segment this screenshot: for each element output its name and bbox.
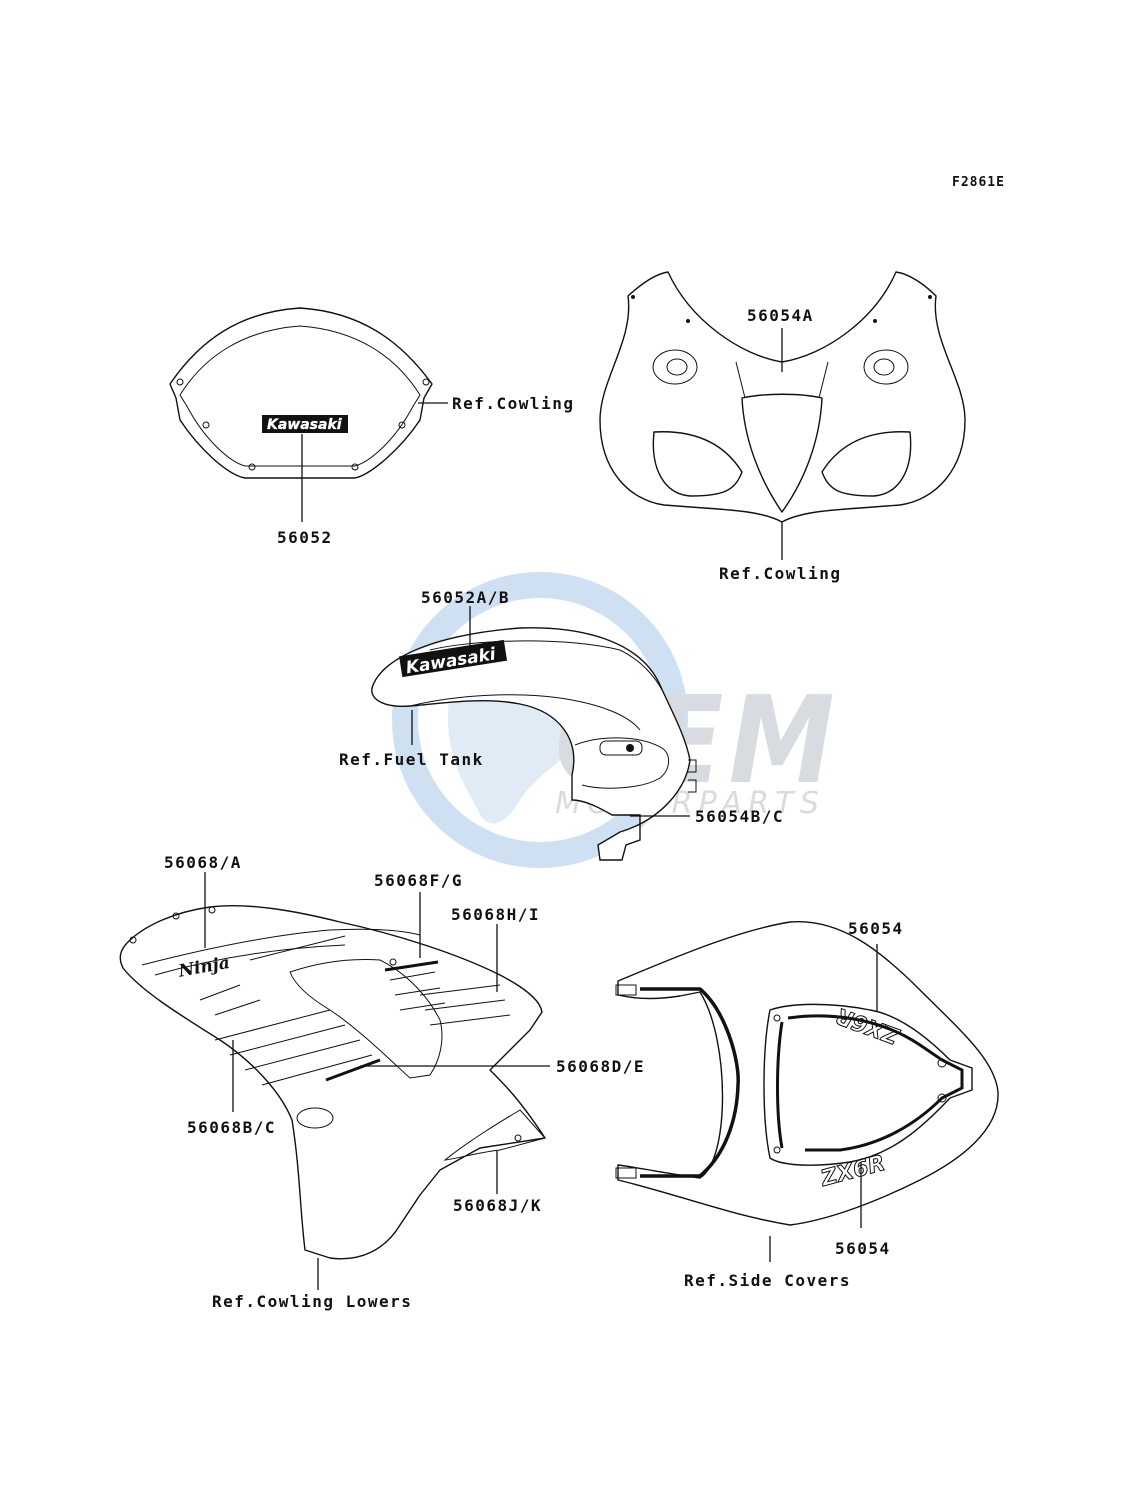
fuel-tank-part-number: 56052A/B	[421, 588, 510, 607]
windshield-hole-icon	[202, 421, 210, 429]
upper-cowling-part	[599, 271, 966, 560]
cowling-lowers-slat	[199, 984, 261, 1016]
upper-cowling-outline	[599, 271, 966, 523]
upper-cowling-part-number: 56054A	[747, 306, 814, 325]
fuel-tank-ref-label: Ref.Fuel Tank	[339, 750, 484, 769]
upper-cowling-mirror-mount-right	[863, 349, 909, 385]
cowling-lowers-hole-icon	[208, 906, 216, 914]
cowling-lowers-stripe	[154, 944, 346, 976]
windshield-hole-icon	[351, 463, 359, 471]
windshield-hole-icon	[176, 378, 184, 386]
side-covers-inner-trim	[776, 1021, 784, 1149]
cowling-lowers-stripe-bold	[384, 960, 439, 972]
fuel-tank-outline	[371, 627, 691, 861]
side-covers-hole-icon	[773, 1146, 781, 1154]
side-covers-part-number-bottom: 56054	[835, 1239, 891, 1258]
windshield-outline	[169, 307, 433, 479]
windshield-ref-label: Ref.Cowling	[452, 394, 574, 413]
cowling-lowers-ref-label: Ref.Cowling Lowers	[212, 1292, 412, 1311]
cowling-lowers-part-number-hi: 56068H/I	[451, 905, 540, 924]
side-covers-hole-icon	[937, 1058, 947, 1068]
fuel-tank-fastener-icon	[626, 744, 634, 752]
windshield-hole-icon	[248, 463, 256, 471]
cowling-lowers-outline	[119, 904, 546, 1260]
cowling-lowers-stripe-bold	[325, 1058, 381, 1082]
side-covers-hole-icon	[773, 1014, 781, 1022]
windshield-inner-line	[179, 325, 421, 467]
windshield-decal-background	[262, 415, 348, 433]
fuel-tank-side-decal	[599, 740, 643, 756]
fuel-tank-top-contour	[429, 640, 663, 691]
windshield-part-number: 56052	[277, 528, 333, 547]
side-covers-clip-icon	[615, 984, 637, 996]
fuel-tank-part: Kawasaki	[371, 606, 697, 861]
upper-cowling-hole-icon	[631, 295, 635, 299]
diagram-code: F2861E	[952, 175, 1005, 190]
cowling-lowers-vent-panel	[289, 959, 443, 1079]
upper-cowling-mirror-mount-right-inner	[873, 358, 895, 376]
side-covers-tail-opening	[763, 1003, 973, 1166]
side-covers-part-number-top: 56054	[848, 919, 904, 938]
cowling-lowers-part-number-bc: 56068B/C	[187, 1118, 276, 1137]
fuel-tank-side-contour	[409, 694, 641, 731]
upper-cowling-mirror-mount-left	[652, 349, 698, 385]
upper-cowling-ref-label: Ref.Cowling	[719, 564, 841, 583]
windshield-hole-icon	[398, 421, 406, 429]
windshield-part: Kawasaki	[169, 307, 448, 522]
side-covers-outline	[617, 921, 999, 1226]
side-covers-decal-text-bottom: ZX6R	[818, 1151, 888, 1192]
upper-cowling-hole-icon	[686, 319, 690, 323]
cowling-lowers-hole-icon	[172, 912, 180, 920]
cowling-lowers-part-number-de: 56068D/E	[556, 1057, 645, 1076]
cowling-lowers-part-number-jk: 56068J/K	[453, 1196, 542, 1215]
cowling-lowers-vent	[389, 971, 446, 1011]
cowling-lowers-part-number-fg: 56068F/G	[374, 871, 463, 890]
cowling-lowers-part: Ninja	[119, 872, 550, 1290]
cowling-lowers-decal-text: Ninja	[176, 953, 231, 982]
side-covers-seat-edge	[640, 987, 740, 1178]
fuel-tank-bracket	[688, 759, 697, 793]
upper-cowling-headlight-left	[652, 431, 743, 497]
side-covers-inner-trim	[787, 1014, 964, 1152]
cowling-lowers-part-number-a: 56068/A	[164, 853, 242, 872]
cowling-lowers-lower-panel	[443, 1109, 546, 1161]
cowling-lowers-slat	[419, 984, 511, 1026]
side-covers-hole-icon	[937, 1093, 947, 1103]
upper-cowling-headlight-right	[821, 431, 912, 497]
upper-cowling-intake-frame	[735, 361, 829, 399]
windshield-hole-icon	[422, 378, 430, 386]
cowling-lowers-hole-icon	[514, 1134, 522, 1142]
cowling-lowers-duct	[296, 1107, 334, 1129]
side-covers-ref-label: Ref.Side Covers	[684, 1271, 851, 1290]
windshield-decal-text: Kawasaki	[267, 417, 342, 433]
upper-cowling-mirror-mount-left-inner	[666, 358, 688, 376]
fuel-tank-decal-background	[399, 639, 508, 678]
cowling-lowers-slat	[214, 1009, 373, 1086]
cowling-lowers-stripe	[249, 935, 346, 961]
fuel-tank-side-part-number: 56054B/C	[695, 807, 784, 826]
cowling-lowers-hole-icon	[129, 936, 137, 944]
upper-cowling-hole-icon	[873, 319, 877, 323]
upper-cowling-center-intake	[741, 393, 823, 513]
cowling-lowers-hole-icon	[389, 958, 397, 966]
upper-cowling-hole-icon	[928, 295, 932, 299]
side-covers-part: ZX6R ZX6R	[615, 921, 999, 1262]
fuel-tank-knee-recess	[574, 737, 669, 789]
side-covers-clip-icon	[615, 1167, 637, 1179]
cowling-lowers-top-stripe	[141, 928, 421, 966]
